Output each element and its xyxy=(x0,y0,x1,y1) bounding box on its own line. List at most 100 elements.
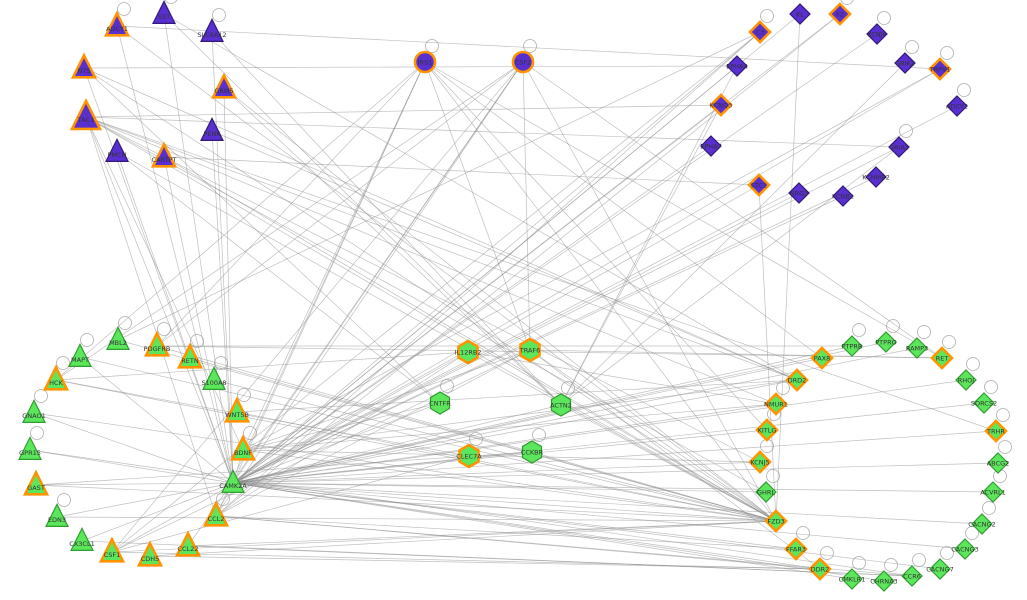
node-C3[interactable] xyxy=(748,20,772,44)
node-DRD2[interactable] xyxy=(785,368,809,392)
node-CACNG7[interactable] xyxy=(929,558,951,580)
node-SORCS2[interactable] xyxy=(973,392,995,414)
node-NRG3[interactable] xyxy=(788,182,810,204)
node-STC1[interactable] xyxy=(747,173,771,197)
node-RETN[interactable] xyxy=(176,342,204,369)
edge-WNT5B-DRD2 xyxy=(236,379,798,413)
node-HCK[interactable] xyxy=(42,364,70,391)
edge-PENK-CAMK2A xyxy=(211,130,234,484)
node-CACNG3[interactable] xyxy=(954,538,976,560)
node-GRIA1[interactable] xyxy=(888,136,910,158)
edge-KCNQ3-ACTN2 xyxy=(560,104,722,406)
node-KCNB1[interactable] xyxy=(832,185,854,207)
node-MBL2[interactable] xyxy=(106,326,130,350)
edge-GRIA1-CAMK2A xyxy=(232,146,900,484)
node-CARTPT[interactable] xyxy=(150,141,178,168)
node-CCL22[interactable] xyxy=(174,530,202,557)
node-CACNG2[interactable] xyxy=(971,513,993,535)
node-ADCY1[interactable] xyxy=(103,10,131,37)
node-KCNMB2[interactable] xyxy=(865,166,887,188)
self-loop-RAMP3 xyxy=(917,325,931,339)
edge-HCK-FZD3 xyxy=(55,379,777,522)
node-EPHA7[interactable] xyxy=(700,135,722,157)
node-RAMP3[interactable] xyxy=(906,337,928,359)
edge-ADCY1-TRPV1 xyxy=(116,25,941,70)
node-MAPT[interactable] xyxy=(68,343,92,367)
node-PMCH[interactable] xyxy=(105,138,129,162)
self-loop-WNT5B xyxy=(237,388,251,402)
node-TRHR[interactable] xyxy=(984,419,1008,443)
node-CX3CL1[interactable] xyxy=(70,527,94,551)
self-loop-IRS1 xyxy=(425,39,439,53)
node-ACVRL1[interactable] xyxy=(982,481,1004,503)
node-SST[interactable] xyxy=(152,0,176,24)
edge-CSF2-CCL2 xyxy=(215,61,524,517)
node-CNTFR[interactable] xyxy=(429,391,451,415)
node-PENK[interactable] xyxy=(200,117,224,141)
node-GAST[interactable] xyxy=(22,469,50,496)
node-EDN3[interactable] xyxy=(45,503,69,527)
node-KL[interactable] xyxy=(789,3,811,25)
nodes-layer xyxy=(18,0,1009,592)
node-KITLG[interactable] xyxy=(755,418,779,442)
edge-IRS1-HCK xyxy=(55,61,426,381)
node-EPHA4[interactable] xyxy=(726,55,748,77)
node-DDR2[interactable] xyxy=(808,557,832,581)
node-GNAO1[interactable] xyxy=(22,399,46,423)
node-TAC1[interactable] xyxy=(69,97,103,131)
edge-GRM5-FZD3 xyxy=(223,87,777,522)
node-CAMK2A[interactable] xyxy=(221,469,245,493)
node-TRAF6[interactable] xyxy=(519,337,541,363)
node-RHOJ[interactable] xyxy=(955,369,977,391)
node-GRIK2[interactable] xyxy=(894,52,916,74)
edge-CARTPT-CAMK2A xyxy=(163,156,234,484)
node-NMUR1[interactable] xyxy=(764,392,788,416)
node-PDGFRB[interactable] xyxy=(143,330,171,357)
node-KCNJ5[interactable] xyxy=(748,450,772,474)
node-KCNQ3[interactable] xyxy=(709,93,733,117)
node-ABCG2[interactable] xyxy=(987,452,1009,474)
node-IRS1[interactable] xyxy=(413,50,437,74)
node-CMKLR1[interactable] xyxy=(841,568,863,590)
edge-WNT5B-FZD3 xyxy=(236,411,777,522)
node-IL12RB2[interactable] xyxy=(457,339,479,365)
self-loop-RETN xyxy=(190,334,204,348)
node-CHRNA3[interactable] xyxy=(873,570,895,592)
node-CSF1[interactable] xyxy=(98,536,126,563)
node-RET[interactable] xyxy=(930,346,954,370)
edge-ADCY1-FZD3 xyxy=(116,25,777,522)
node-TRPV1[interactable] xyxy=(928,57,952,81)
node-GHRL[interactable] xyxy=(755,481,777,503)
node-ADCY2[interactable] xyxy=(946,95,968,117)
node-GPR15[interactable] xyxy=(18,436,42,460)
edge-C3-CCL2 xyxy=(215,31,761,517)
node-CDH5[interactable] xyxy=(136,540,164,567)
node-WNT5B[interactable] xyxy=(223,396,251,423)
node-CCL2[interactable] xyxy=(202,500,230,527)
node-S100A8[interactable] xyxy=(202,366,226,390)
node-PAX8[interactable] xyxy=(810,346,834,370)
node-NTS[interactable] xyxy=(70,52,98,79)
node-PTPRO[interactable] xyxy=(875,331,897,353)
edge-EDN3-CAMK2A xyxy=(56,482,234,518)
node-F2[interactable] xyxy=(828,2,852,26)
edge-ADCY1-CAMK2A xyxy=(116,25,234,484)
node-ACTN2[interactable] xyxy=(550,393,572,417)
node-CSF2[interactable] xyxy=(511,50,535,74)
node-CCR6[interactable] xyxy=(901,565,923,587)
node-GRM5[interactable] xyxy=(210,72,238,99)
node-KCNJ6[interactable] xyxy=(866,23,888,45)
node-BDNF[interactable] xyxy=(229,434,257,461)
node-FZD3[interactable] xyxy=(764,509,788,533)
self-loop-GRIA1 xyxy=(899,124,913,138)
edge-CSF2-PDGFRB xyxy=(156,61,524,347)
edge-CAMK2A-KITLG xyxy=(232,429,768,484)
node-CLEC7A[interactable] xyxy=(458,443,480,469)
edge-MAPT-CAMK2A xyxy=(79,356,234,484)
node-SLC6A12[interactable] xyxy=(200,18,224,42)
node-CCKBR[interactable] xyxy=(521,440,543,464)
edge-IL12RB2-CCL2 xyxy=(215,351,469,517)
edge-TAC1-NMUR1 xyxy=(85,116,777,405)
node-FFAR3[interactable] xyxy=(784,537,808,561)
node-PTPRB[interactable] xyxy=(841,335,863,357)
